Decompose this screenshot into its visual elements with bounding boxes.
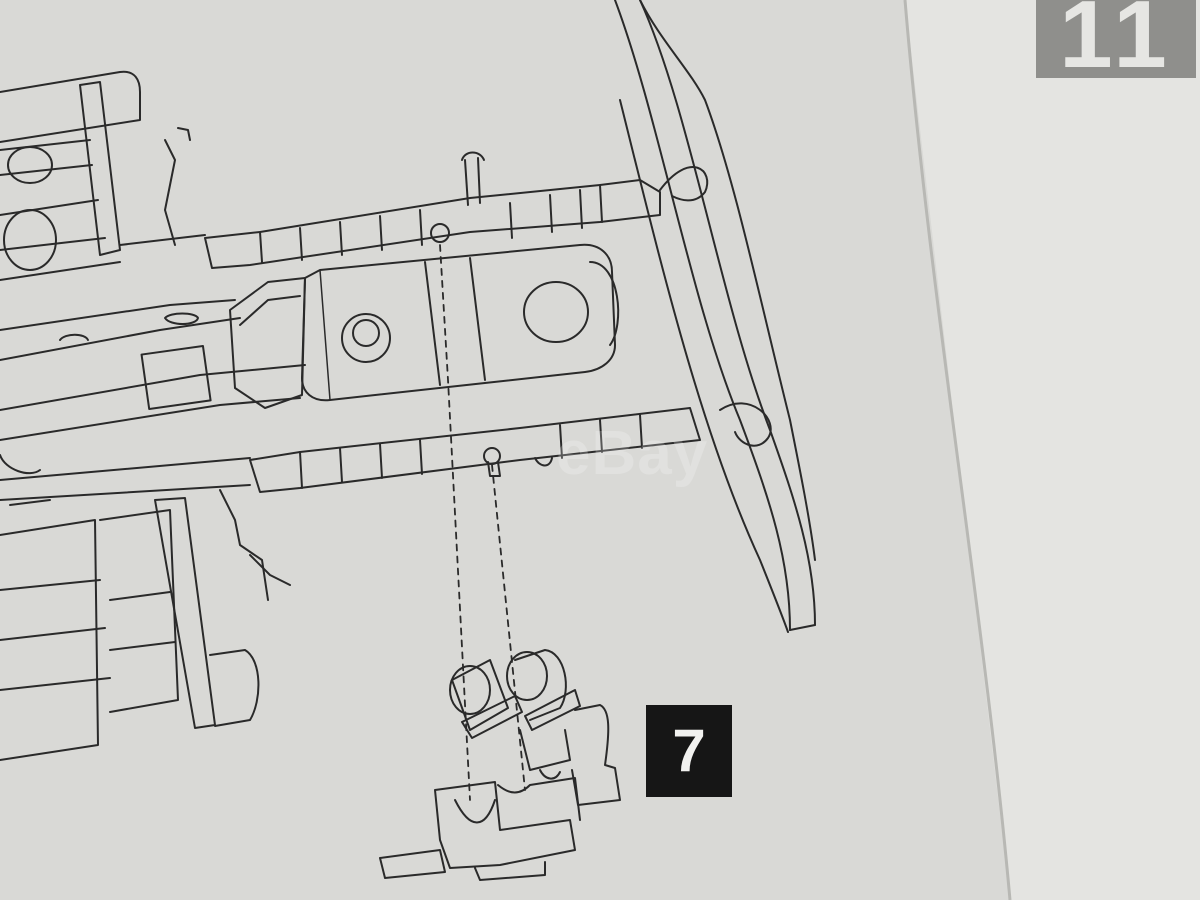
chassis-beams [0,299,306,501]
step-number-badge: 7 [646,705,732,797]
page-number: 11 [1059,0,1173,78]
lower-frame-rail [249,402,772,493]
muffler-tank [229,243,620,409]
front-panel-outline [614,0,816,633]
lower-left-structure [0,454,291,761]
page-number-badge: 11 [1036,0,1196,78]
part-7-bracket [379,649,621,881]
watermark: eBay [556,419,709,488]
engine-block [0,70,206,281]
assembly-guide-lines [439,244,526,801]
upper-frame-rail [204,151,709,269]
step-number: 7 [672,717,706,784]
